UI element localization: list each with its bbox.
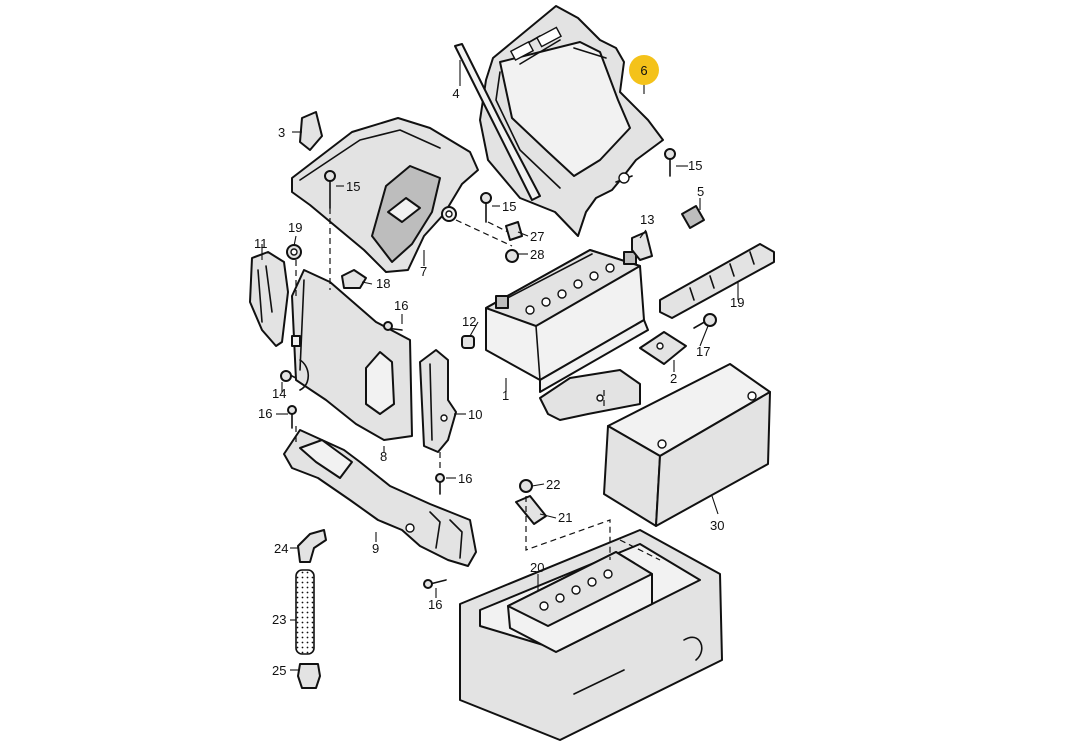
clip-18 — [341, 269, 367, 289]
seal-strip — [454, 43, 541, 201]
screws — [280, 148, 717, 589]
callout-14[interactable]: 14 — [272, 386, 286, 401]
callout-19-right[interactable]: 19 — [730, 295, 744, 310]
callout-21[interactable]: 21 — [558, 510, 572, 525]
battery — [485, 249, 649, 421]
callout-6-highlight — [629, 55, 659, 85]
clip-strip-19 — [659, 243, 775, 319]
callout-19-left[interactable]: 19 — [288, 220, 302, 235]
battery-tray — [459, 529, 723, 741]
callout-25[interactable]: 25 — [272, 663, 286, 678]
battery-cover-left — [291, 117, 479, 273]
hose-23 — [295, 569, 315, 655]
bracket-2 — [639, 331, 687, 365]
leader-lines — [261, 60, 739, 671]
callout-1[interactable]: 1 — [502, 388, 509, 403]
clip-27 — [505, 221, 523, 241]
nut-19 — [286, 244, 302, 260]
callout-23[interactable]: 23 — [272, 612, 286, 627]
callout-16-lower[interactable]: 16 — [428, 597, 442, 612]
callout-24[interactable]: 24 — [274, 541, 288, 556]
callout-22[interactable]: 22 — [546, 477, 560, 492]
callout-28[interactable]: 28 — [530, 247, 544, 262]
clip-3 — [299, 111, 323, 151]
nut-28 — [505, 249, 519, 263]
callout-13[interactable]: 13 — [640, 212, 654, 227]
callout-7[interactable]: 7 — [420, 264, 427, 279]
bracket-10 — [419, 349, 457, 453]
callout-16-upper[interactable]: 16 — [394, 298, 408, 313]
assembly-guide-lines — [295, 208, 661, 561]
callout-2[interactable]: 2 — [670, 371, 677, 386]
callout-15-left[interactable]: 15 — [346, 179, 360, 194]
tray-bracket — [283, 429, 477, 567]
callout-4[interactable]: 4 — [452, 86, 459, 101]
callout-11[interactable]: 11 — [254, 236, 268, 251]
callout-16-middle[interactable]: 16 — [458, 471, 472, 486]
callout-labels: 6 4 15 5 3 15 15 13 7 27 28 19 11 18 19 … — [254, 63, 744, 678]
grommet-25 — [297, 663, 321, 689]
clip-21 — [515, 495, 547, 525]
callout-9[interactable]: 9 — [372, 541, 379, 556]
callout-12[interactable]: 12 — [462, 314, 476, 329]
callout-27[interactable]: 27 — [530, 229, 544, 244]
callout-15-top-right[interactable]: 15 — [688, 158, 702, 173]
callout-16-left[interactable]: 16 — [258, 406, 272, 421]
callout-3[interactable]: 3 — [278, 125, 285, 140]
callout-17[interactable]: 17 — [696, 344, 710, 359]
callout-15-middle[interactable]: 15 — [502, 199, 516, 214]
side-bracket — [249, 251, 289, 347]
callout-5[interactable]: 5 — [697, 184, 704, 199]
plug-12 — [461, 335, 475, 349]
clip-5 — [681, 205, 705, 229]
side-panel — [291, 269, 413, 441]
elbow-24 — [297, 529, 327, 563]
callout-18[interactable]: 18 — [376, 276, 390, 291]
callout-30[interactable]: 30 — [710, 518, 724, 533]
callout-10[interactable]: 10 — [468, 407, 482, 422]
callout-8[interactable]: 8 — [380, 449, 387, 464]
callout-6[interactable]: 6 — [640, 63, 647, 78]
battery-box — [603, 363, 771, 527]
nut-22 — [519, 479, 533, 493]
callout-20[interactable]: 20 — [530, 560, 544, 575]
